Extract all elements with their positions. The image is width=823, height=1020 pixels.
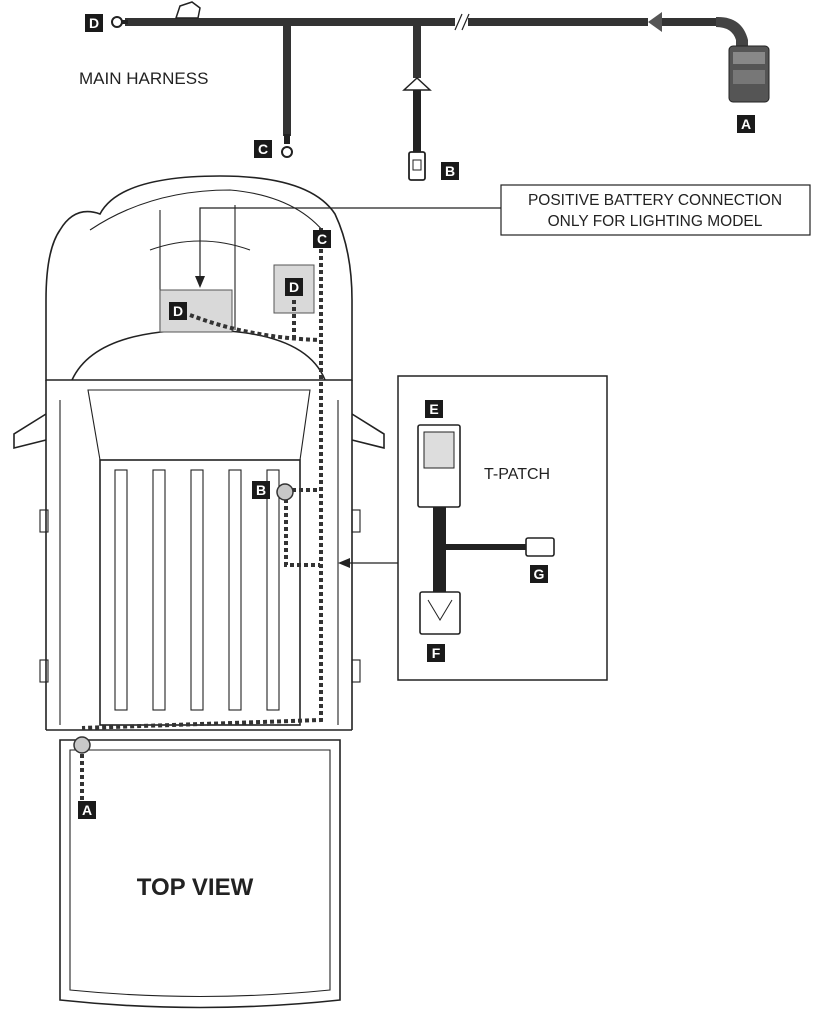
svg-text:D: D	[173, 303, 183, 319]
tag-c-harness: C	[254, 140, 272, 158]
main-harness-label: MAIN HARNESS	[79, 69, 208, 88]
truck-outline	[13, 175, 385, 1009]
t-patch-label: T-PATCH	[484, 466, 550, 483]
svg-text:E: E	[429, 401, 438, 417]
tag-a-harness: A	[737, 115, 755, 133]
harness-route	[80, 228, 323, 800]
svg-text:C: C	[317, 231, 327, 247]
tag-b-truck: B	[252, 481, 270, 499]
svg-text:A: A	[82, 802, 92, 818]
svg-text:D: D	[89, 15, 99, 31]
top-view-label: TOP VIEW	[137, 874, 254, 901]
tag-c-truck: C	[313, 230, 331, 248]
tag-f: F	[427, 644, 445, 662]
connection-point-a	[73, 736, 91, 754]
tag-d-harness: D	[85, 14, 103, 32]
svg-text:B: B	[445, 163, 455, 179]
tag-g: G	[530, 565, 548, 583]
svg-text:G: G	[534, 566, 545, 582]
tag-d-truck-left: D	[169, 302, 187, 320]
tag-e: E	[425, 400, 443, 418]
svg-text:D: D	[289, 279, 299, 295]
battery-callout-box	[500, 184, 811, 236]
svg-text:B: B	[256, 482, 266, 498]
svg-text:C: C	[258, 141, 268, 157]
callout-line-2: ONLY FOR LIGHTING MODEL	[548, 213, 763, 230]
svg-text:A: A	[741, 116, 751, 132]
t-patch-drawing	[417, 424, 555, 635]
svg-text:F: F	[432, 645, 441, 661]
tag-b-harness: B	[441, 162, 459, 180]
tag-a-truck: A	[78, 801, 96, 819]
tag-d-truck-right: D	[285, 278, 303, 296]
callout-leader	[199, 207, 501, 282]
callout-line-1: POSITIVE BATTERY CONNECTION	[528, 192, 782, 209]
main-harness	[111, 1, 770, 181]
connection-point-b	[276, 483, 294, 501]
